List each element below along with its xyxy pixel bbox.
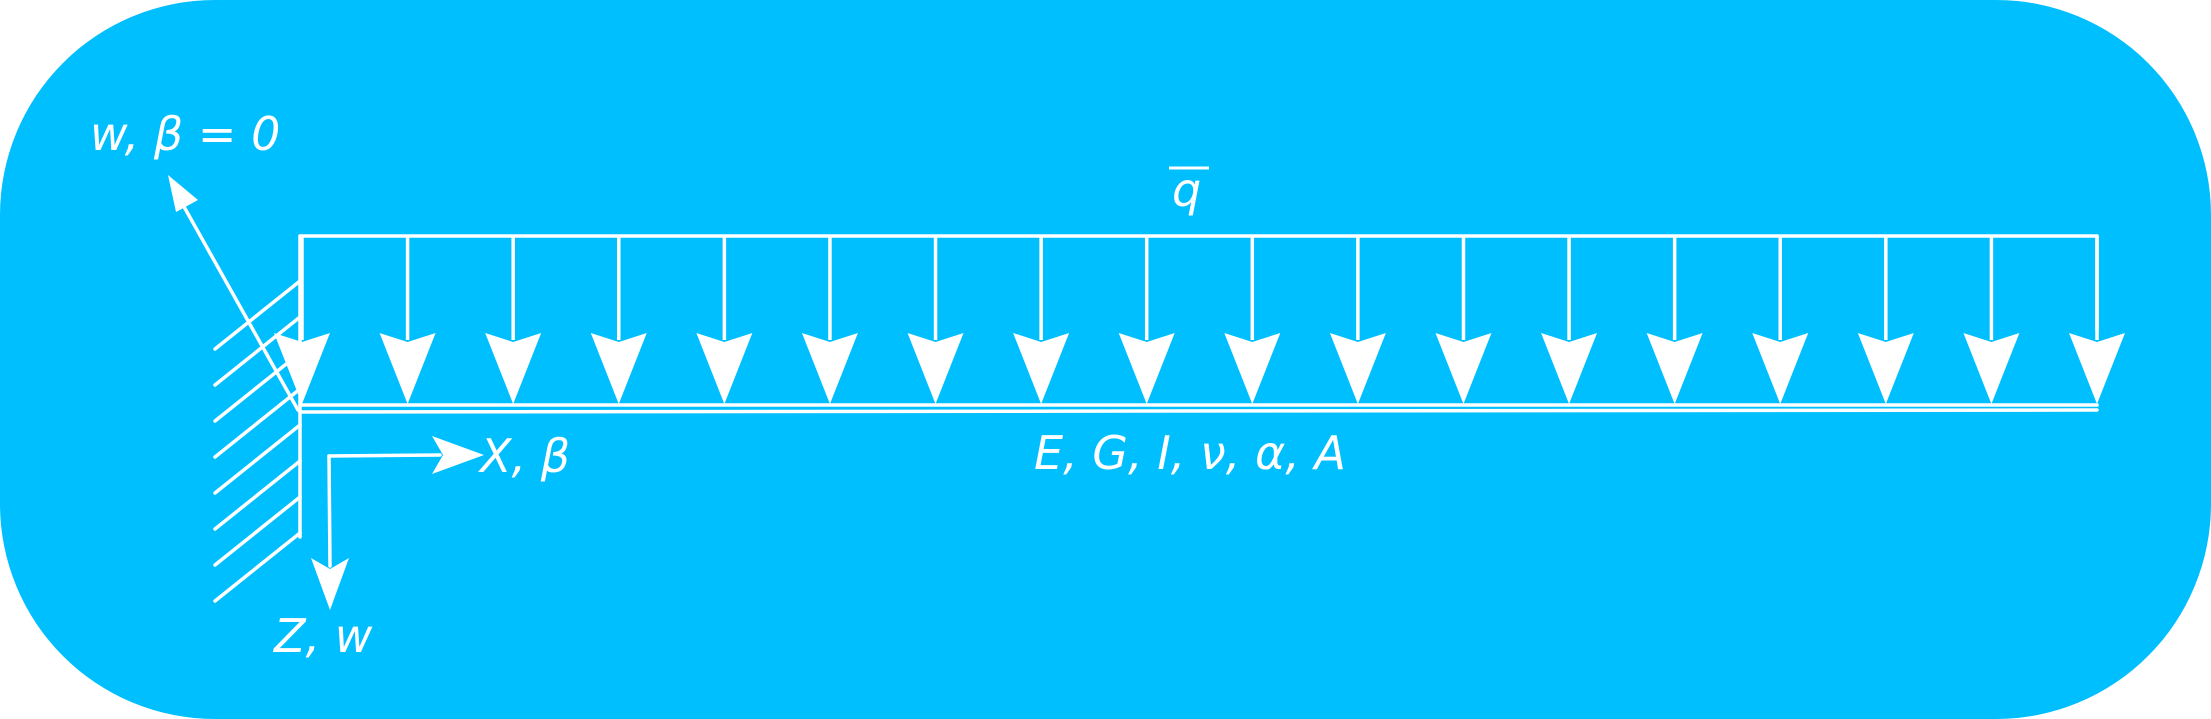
support-condition-arrowhead — [168, 175, 198, 212]
load-arrowhead — [1224, 333, 1281, 404]
x-axis-arrowhead — [432, 436, 484, 474]
load-arrowhead — [2069, 333, 2125, 404]
support-hatch-line — [213, 531, 302, 603]
support-hatch-line — [213, 387, 302, 459]
load-label-text: q — [1172, 163, 1201, 217]
load-arrowhead — [1541, 333, 1598, 404]
load-arrowhead — [1435, 333, 1492, 404]
load-arrowhead — [274, 333, 330, 404]
z-axis-line — [327, 454, 332, 568]
load-arrowhead — [1646, 333, 1703, 404]
load-arrowhead — [1329, 333, 1386, 404]
beam-bottom-edge — [298, 408, 2099, 414]
support-hatch-line — [213, 279, 302, 351]
support-hatching — [213, 279, 302, 603]
load-arrowhead — [379, 333, 436, 404]
support-hatch-line — [213, 495, 302, 567]
load-arrowhead — [801, 333, 858, 404]
support-condition-label: w, β = 0 — [90, 107, 280, 161]
support-hatch-line — [213, 315, 302, 387]
load-arrowhead — [485, 333, 542, 404]
load-arrowhead — [1118, 333, 1175, 404]
distributed-load-arrows — [274, 236, 2125, 404]
beam-properties-label: E, G, I, ν, α, A — [1034, 426, 1346, 480]
load-arrowhead — [590, 333, 647, 404]
load-label: q — [1169, 163, 1209, 217]
z-axis-label: Z, w — [272, 609, 373, 663]
load-arrowhead — [1963, 333, 2020, 404]
support-hatch-line — [213, 459, 302, 531]
load-arrowhead — [1752, 333, 1809, 404]
load-arrowhead — [1013, 333, 1070, 404]
load-arrowhead — [1857, 333, 1914, 404]
support-hatch-line — [213, 423, 302, 495]
x-axis-label: X, β — [478, 429, 570, 483]
support-condition-arrow-line — [176, 194, 300, 412]
load-arrowhead — [696, 333, 753, 404]
z-axis-arrowhead — [311, 558, 349, 610]
load-arrowhead — [907, 333, 964, 404]
support-hatch-line — [213, 351, 302, 423]
x-axis-line — [327, 453, 442, 458]
